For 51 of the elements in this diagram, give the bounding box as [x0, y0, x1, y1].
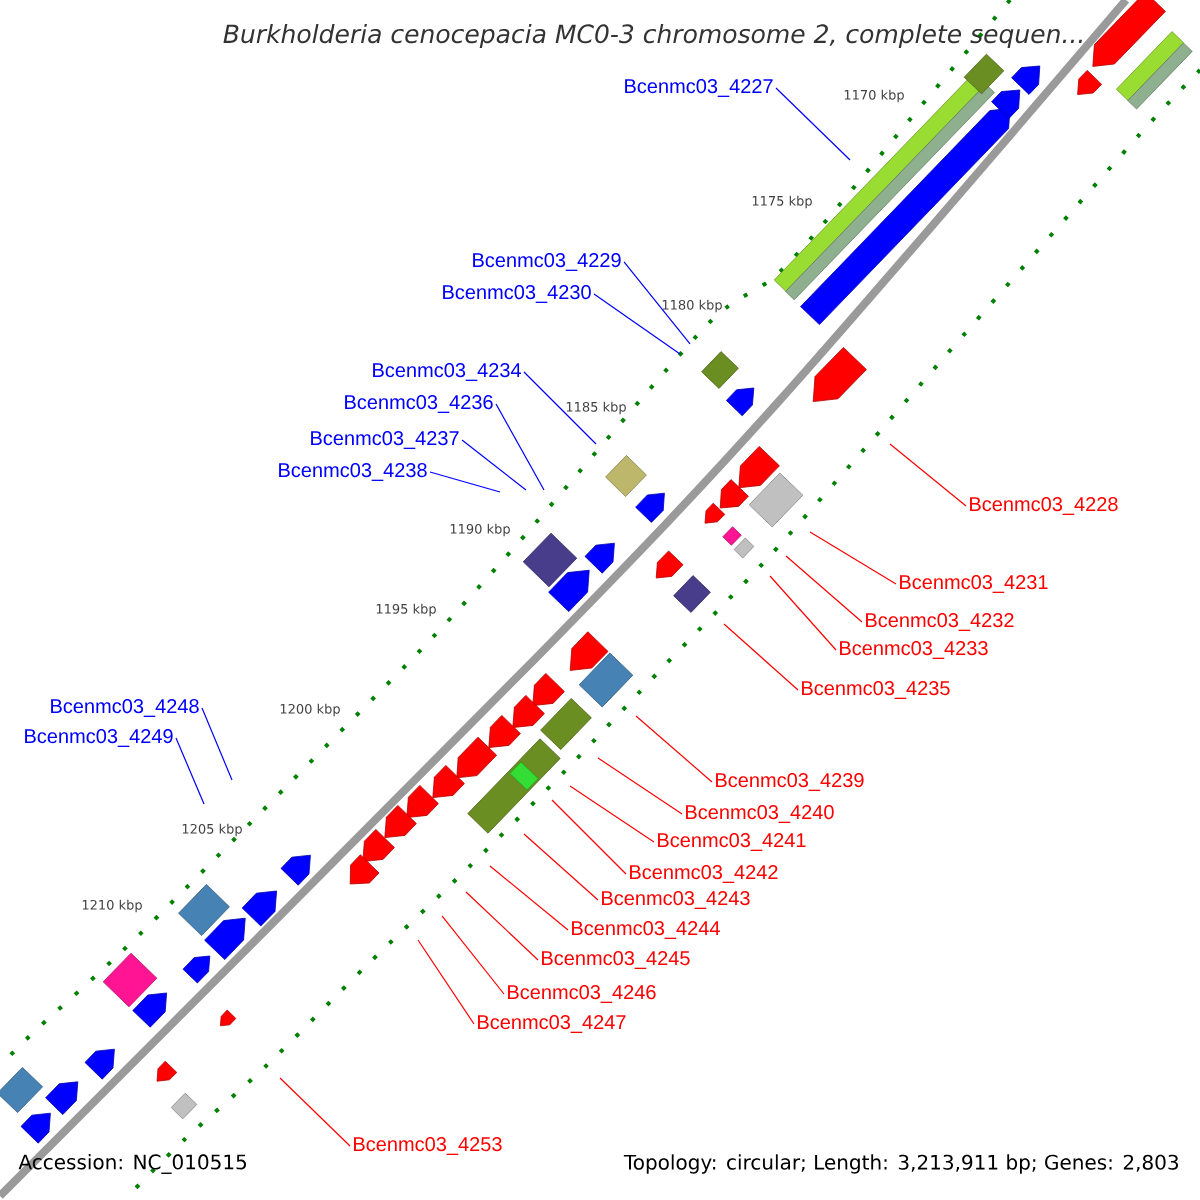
leader-line	[551, 799, 627, 875]
gene-label: Bcenmc03_4243	[602, 891, 750, 909]
leader-line	[465, 891, 539, 961]
gene-label: Bcenmc03_4238	[279, 463, 427, 481]
footer-text: Topology: circular; Length: 3,213,911 bp; Genes: 2,803	[623, 1154, 1178, 1174]
leader-line	[523, 371, 597, 445]
gene-label: Bcenmc03_4232	[866, 613, 1014, 631]
leader-line	[417, 939, 475, 1025]
gene-label: Bcenmc03_4248	[51, 699, 199, 717]
leader-line	[569, 785, 655, 843]
leader-line	[635, 715, 713, 783]
title: Burkholderia cenocepacia MC0-3 chromosome 2, complete sequen...	[223, 23, 1082, 49]
gene-label: Bcenmc03_4247	[478, 1015, 626, 1033]
gene-label: Bcenmc03_4245	[542, 951, 690, 969]
gene-label: Bcenmc03_4239	[716, 773, 864, 791]
leader-line	[723, 623, 799, 691]
gene-label: Bcenmc03_4249	[25, 729, 173, 747]
gene-label: Bcenmc03_4253	[354, 1137, 502, 1155]
leader-line	[279, 1077, 351, 1147]
gene-label: Bcenmc03_4231	[900, 575, 1048, 593]
gene-label: Bcenmc03_4236	[345, 395, 493, 413]
leader-line	[461, 439, 527, 491]
gene-label: Bcenmc03_4233	[840, 641, 988, 659]
gene-label: Bcenmc03_4228	[970, 497, 1118, 515]
leader-line	[769, 575, 837, 651]
gene-label: Bcenmc03_4242	[630, 865, 778, 883]
leader-line	[523, 833, 599, 901]
leader-line	[889, 443, 967, 507]
leader-line	[593, 293, 681, 355]
gene-label: Bcenmc03_4237	[311, 431, 459, 449]
leader-line	[809, 531, 897, 585]
leader-line	[429, 471, 501, 493]
gene-label: Bcenmc03_4241	[658, 833, 806, 851]
gene-label: Bcenmc03_4230	[443, 285, 591, 303]
gene-label: Bcenmc03_4244	[572, 921, 720, 939]
gene-label: Bcenmc03_4235	[802, 681, 950, 699]
leader-line	[495, 403, 545, 491]
leader-line	[201, 707, 233, 781]
leader-line	[623, 261, 691, 345]
leader-line	[489, 865, 569, 931]
gene-label: Bcenmc03_4240	[686, 805, 834, 823]
gene-label: Bcenmc03_4229	[473, 253, 621, 271]
leader-line	[597, 757, 683, 815]
leader-line	[775, 87, 851, 161]
leader-line	[441, 915, 505, 995]
gene-label: Bcenmc03_4246	[508, 985, 656, 1003]
leader-line	[175, 737, 205, 805]
gene-label: Bcenmc03_4234	[373, 363, 521, 381]
leader-line	[785, 555, 863, 623]
gene-label: Bcenmc03_4227	[625, 79, 773, 97]
footer-text: Accession: NC_010515	[18, 1154, 247, 1174]
